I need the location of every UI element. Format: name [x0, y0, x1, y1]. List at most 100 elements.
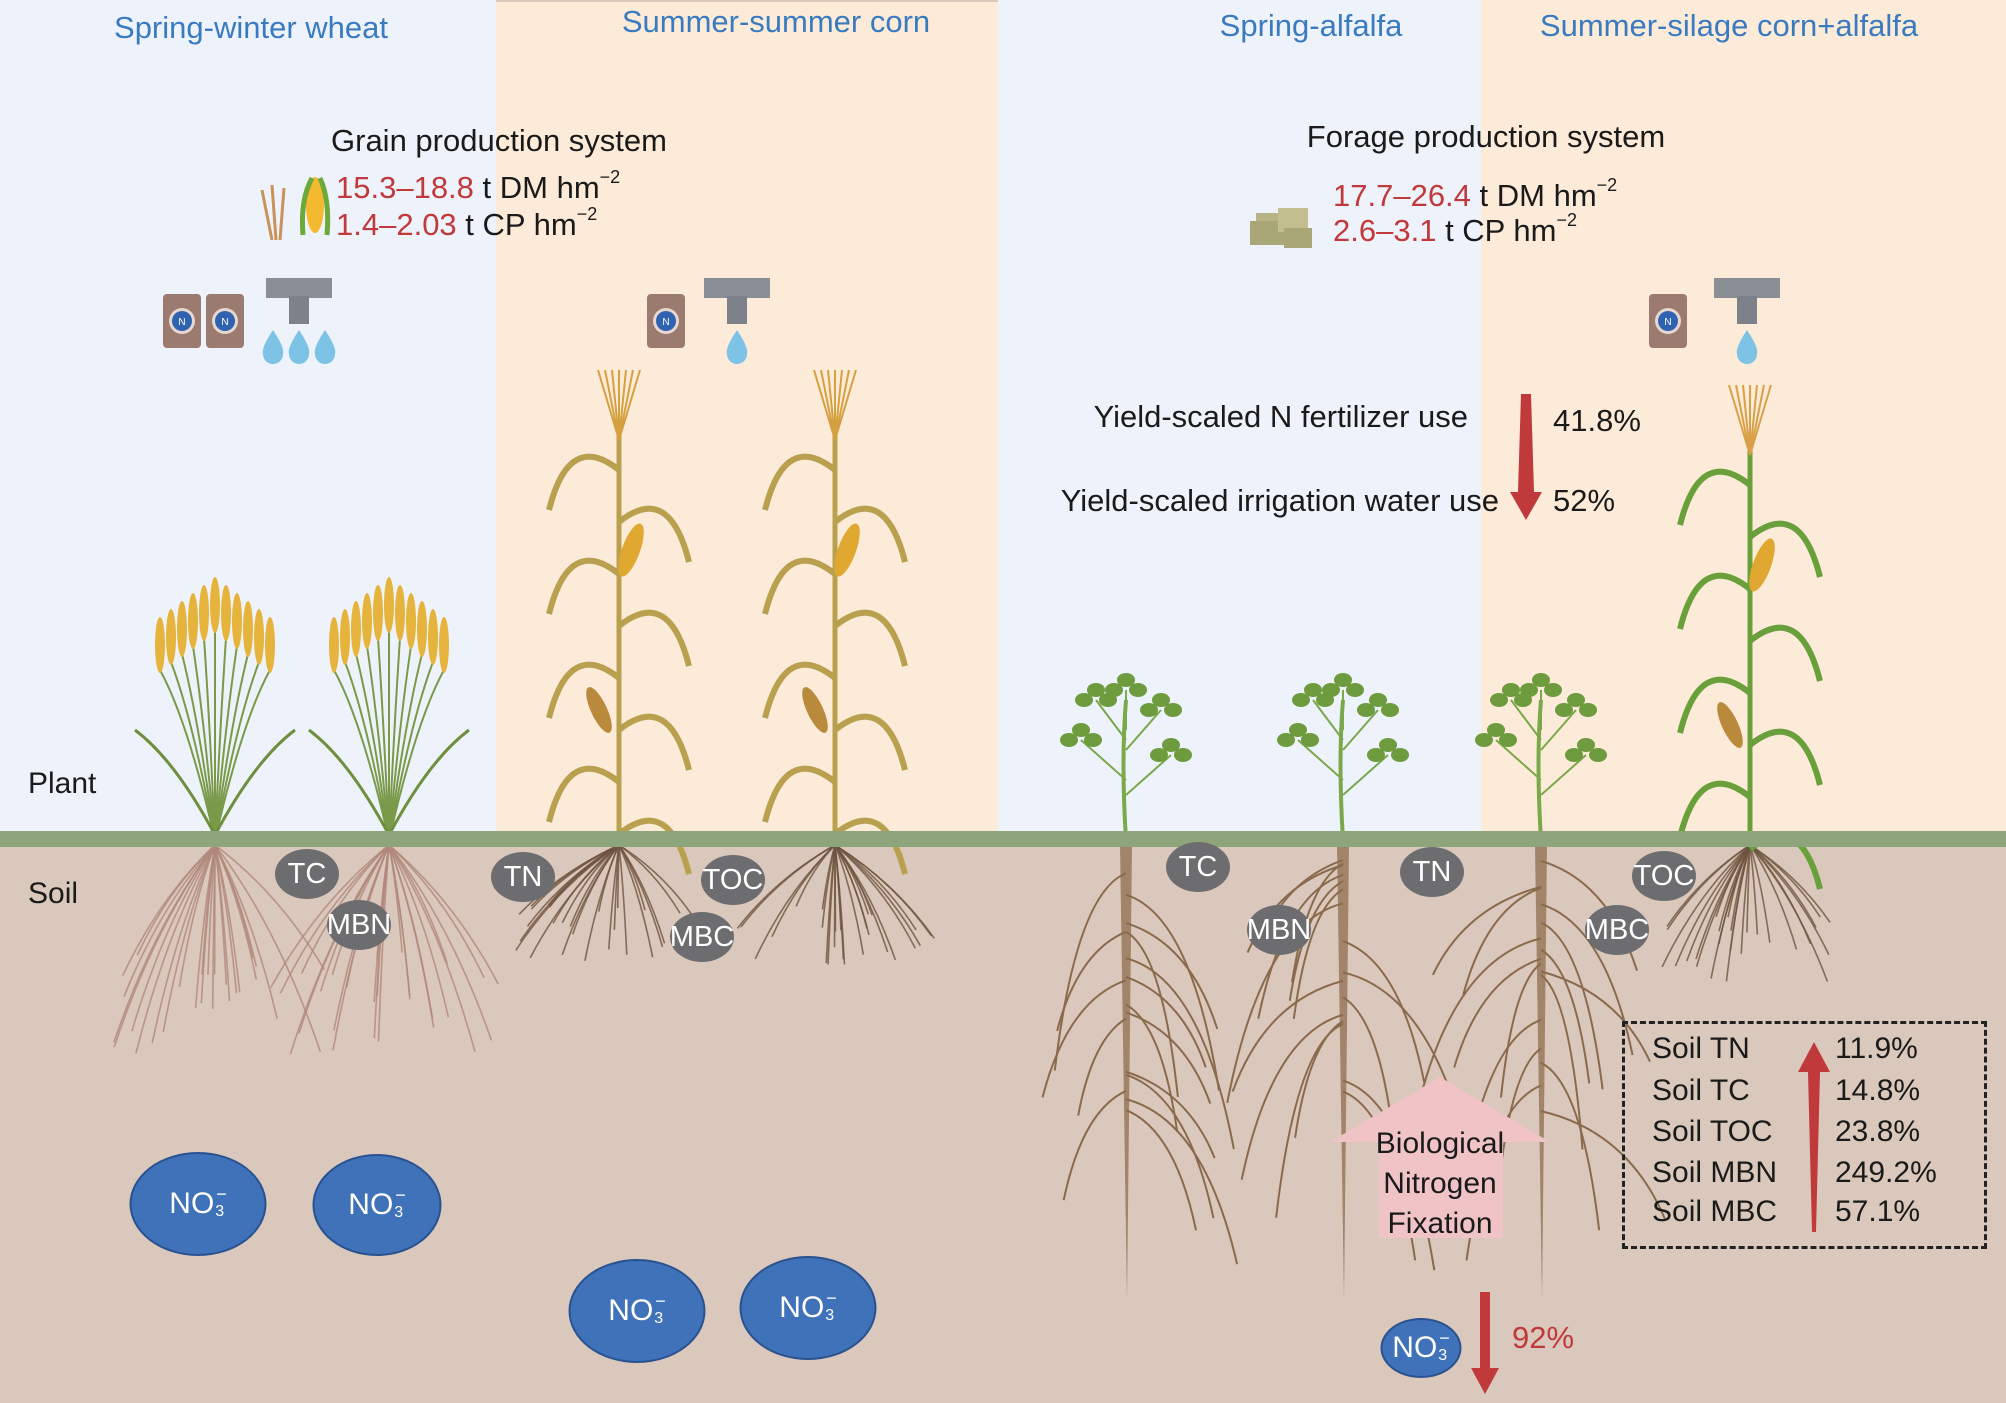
soil-tag-toc: TOC [1632, 851, 1696, 901]
svg-text:N: N [221, 317, 228, 328]
bnf-line: Biological [1375, 1127, 1505, 1160]
fertilizer-bag-icon: N [647, 294, 685, 348]
hay-bale-icon [1250, 208, 1312, 248]
yield-scaled-water-label: Yield-scaled irrigation water use [1060, 483, 1499, 518]
water-drop-icon [1736, 330, 1758, 364]
fibrous-root-icon [269, 844, 499, 1055]
grain-dm-unit: t DM hm [482, 170, 600, 205]
water-drop-icon [262, 330, 284, 364]
forage-system-title: Forage production system [1306, 119, 1666, 154]
fibrous-root-icon [515, 844, 692, 961]
grain-system-title: Grain production system [331, 123, 667, 158]
bnf-line: Nitrogen [1383, 1167, 1497, 1200]
soil-tag-tn: TN [1400, 847, 1464, 897]
system-label-summer-summer-corn: Summer-summer corn [621, 4, 931, 39]
nitrate-label: NO [169, 1187, 215, 1220]
grain-cp-range: 1.4–2.03 [336, 207, 457, 242]
wheat-plant-icon [308, 577, 470, 841]
svg-text:N: N [1664, 317, 1671, 328]
system-label-spring-winter-wheat: Spring-winter wheat [114, 10, 388, 45]
corn-plant-icon [546, 369, 692, 875]
grain-icon [260, 176, 331, 241]
yield-scaled-n-value: 41.8% [1553, 403, 1641, 438]
bnf-line: Fixation [1387, 1207, 1493, 1240]
nitrate-label: NO [348, 1188, 394, 1221]
grain-cp-yield: 1.4–2.03 t CP hm−2 [336, 205, 597, 242]
alfalfa-plant-icon [1277, 673, 1409, 841]
exponent: −2 [1596, 175, 1618, 195]
forage-dm-yield: 17.7–26.4 t DM hm−2 [1333, 176, 1617, 213]
soil-change-value: 57.1% [1835, 1195, 1921, 1228]
nitrate-subscript: 3 [654, 1310, 664, 1327]
nitrate-charge: − [1439, 1327, 1450, 1348]
soil-change-label: Soil TN [1652, 1032, 1750, 1065]
soil-layer-label: Soil [28, 877, 79, 910]
biological-nitrogen-fixation-arrow-icon [1330, 1077, 1550, 1238]
irrigation-tap-icon [1714, 278, 1780, 364]
soil-change-value: 23.8% [1835, 1115, 1921, 1148]
soil-change-label: Soil MBN [1652, 1156, 1778, 1189]
soil-change-label: Soil TC [1652, 1074, 1750, 1107]
nitrate-label: NO [608, 1294, 654, 1327]
taproot-icon [1041, 845, 1239, 1300]
forage-cp-unit: t CP hm [1445, 213, 1557, 248]
water-drop-icon [314, 330, 336, 364]
fertilizer-bag-icon: N [206, 294, 244, 348]
forage-dm-range: 17.7–26.4 [1333, 178, 1471, 213]
soil-tag-mbc: MBC [1585, 905, 1649, 955]
corn-plant-icon [762, 369, 908, 875]
fibrous-root-icon [1661, 844, 1831, 982]
soil-tag-mbn: MBN [1247, 905, 1311, 955]
nitrate-subscript: 3 [215, 1203, 225, 1220]
grain-wheat-panel [0, 0, 496, 840]
soil-increase-arrow-icon [1798, 1042, 1830, 1232]
grain-dm-range: 15.3–18.8 [336, 170, 474, 205]
system-label-spring-alfalfa: Spring-alfalfa [1219, 8, 1403, 43]
alfalfa-plant-icon [1060, 673, 1192, 841]
nitrate-subscript: 3 [1438, 1347, 1448, 1364]
water-drop-icon [288, 330, 310, 364]
exponent: −2 [1556, 210, 1577, 230]
soil-tag-mbn: MBN [327, 900, 391, 950]
irrigation-tap-icon [262, 278, 336, 364]
soil-change-value: 249.2% [1835, 1156, 1937, 1189]
yield-scaled-n-label: Yield-scaled N fertilizer use [1093, 399, 1468, 434]
fibrous-root-icon [113, 844, 326, 1054]
alfalfa-plant-icon [1475, 673, 1607, 841]
nitrate-charge: − [216, 1183, 227, 1204]
nitrate-charge: − [826, 1287, 837, 1308]
fertilizer-bag-icon: N [1649, 294, 1687, 348]
soil-tag-tc: TC [1166, 842, 1230, 892]
nitrate-label: NO [779, 1291, 825, 1324]
plants [134, 369, 1823, 890]
corn-plant-icon [1677, 384, 1823, 890]
nitrate-reduction-value: 92% [1512, 1320, 1575, 1355]
forage-cp-range: 2.6–3.1 [1333, 213, 1437, 248]
nitrate-subscript: 3 [394, 1204, 404, 1221]
fibrous-root-icon [736, 844, 935, 965]
soil-change-label: Soil TOC [1652, 1115, 1773, 1148]
system-label-summer-silage-corn-alfalfa: Summer-silage corn+alfalfa [1539, 8, 1919, 43]
soil-change-value: 11.9% [1835, 1032, 1918, 1065]
grain-cp-unit: t CP hm [465, 207, 577, 242]
wheat-plant-icon [134, 577, 296, 841]
irrigation-tap-icon [704, 278, 770, 364]
ground-line [0, 831, 2006, 847]
biological-nitrogen-fixation-label: Biological Nitrogen Fixation [1376, 1124, 1504, 1244]
grain-dm-yield: 15.3–18.8 t DM hm−2 [336, 168, 620, 205]
soil-tag-mbc: MBC [670, 912, 734, 962]
soil-change-label: Soil MBC [1652, 1195, 1778, 1228]
soil-change-value: 14.8% [1835, 1074, 1921, 1107]
n-fertilizer-decrease-arrow-icon [1510, 394, 1542, 520]
exponent: −2 [599, 167, 621, 187]
soil-tag-tn: TN [491, 852, 555, 902]
nitrate-leaching-decrease-arrow-icon [1471, 1292, 1499, 1394]
nitrate-charge: − [395, 1184, 406, 1205]
soil-changes-box [1622, 1021, 1987, 1249]
grain-corn-panel [496, 2, 998, 840]
soil-tag-tc: TC [275, 849, 339, 899]
